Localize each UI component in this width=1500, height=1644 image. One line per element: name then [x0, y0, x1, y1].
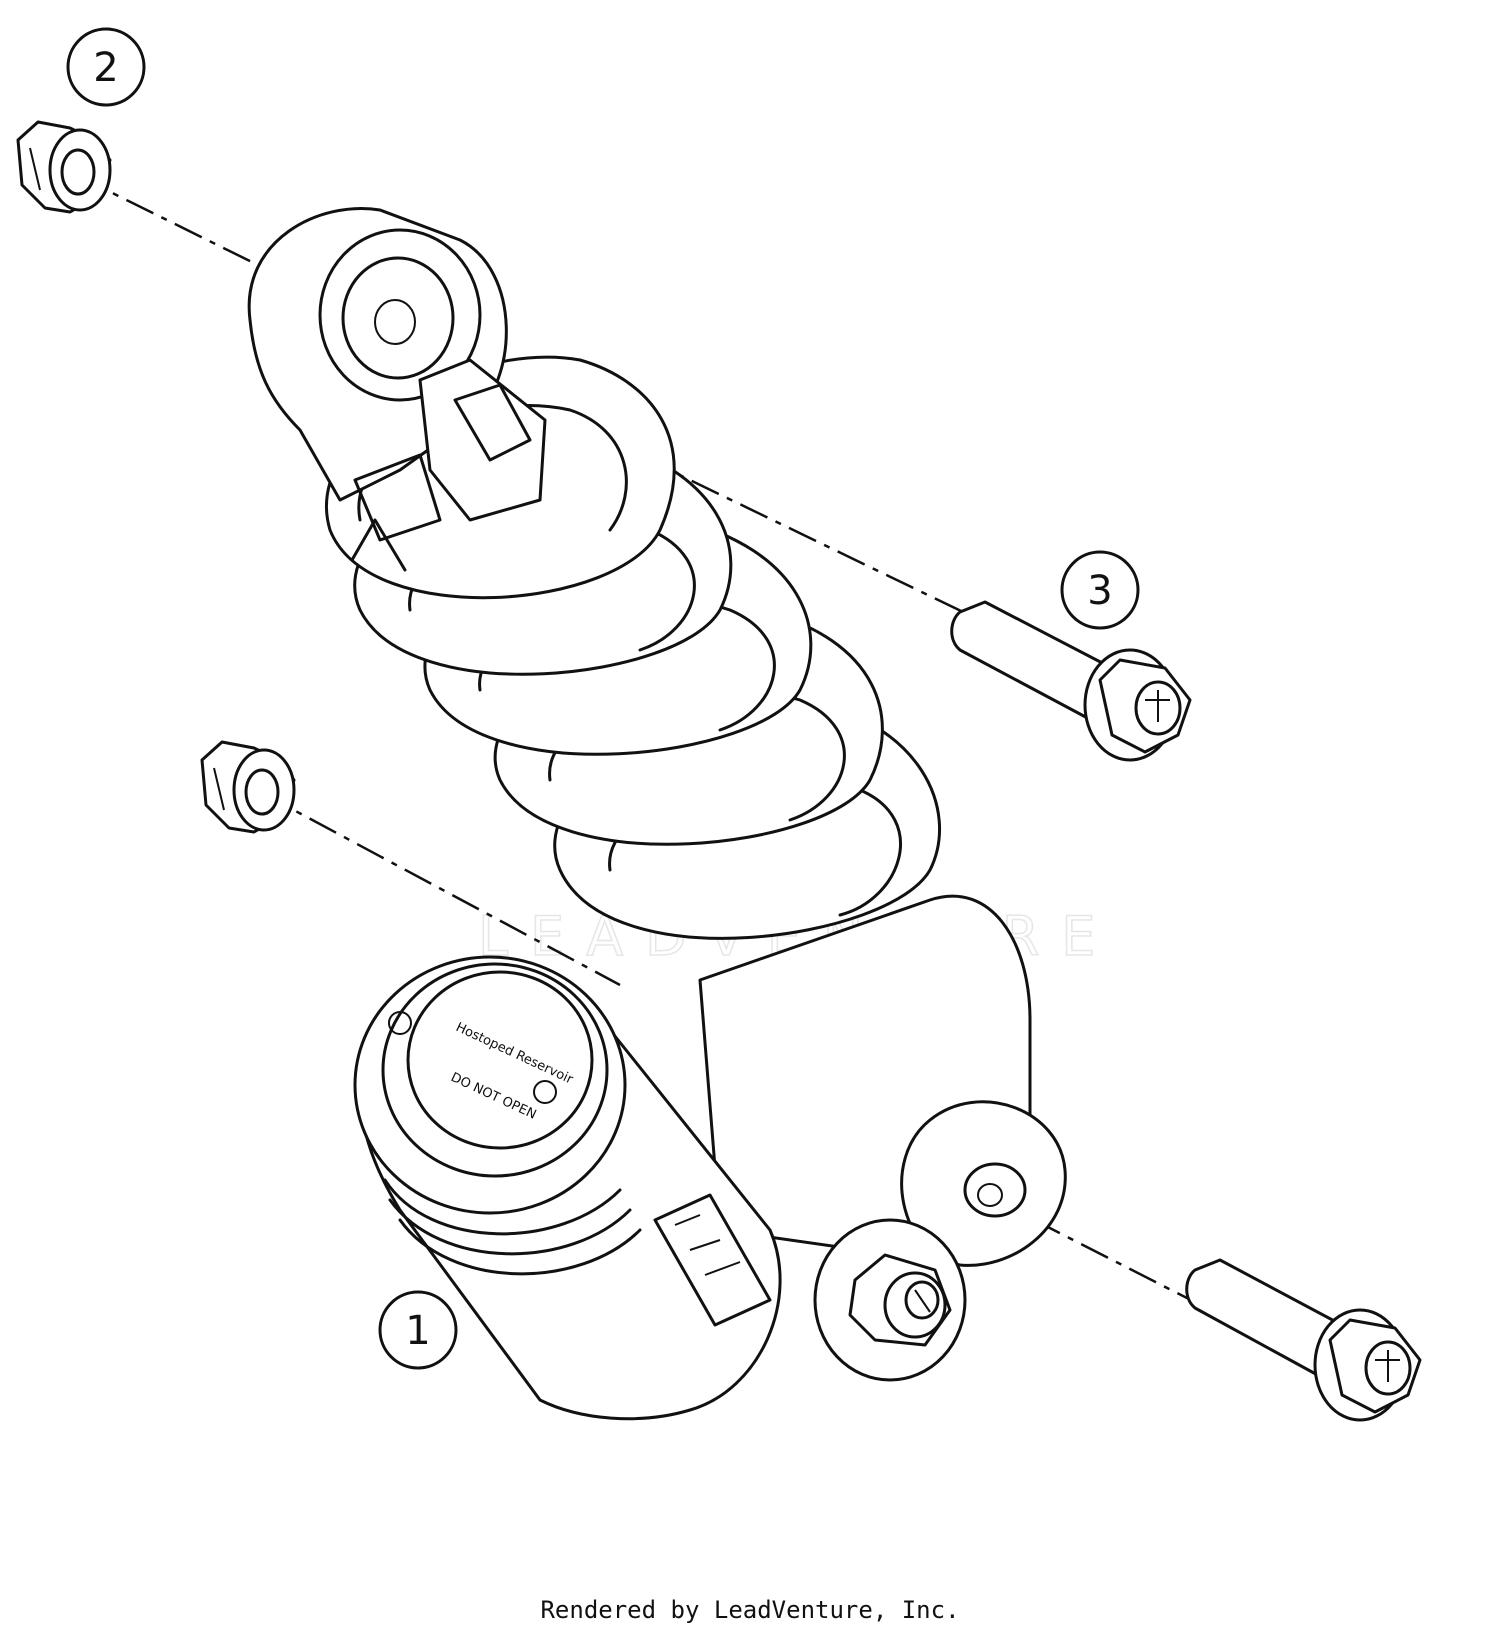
- callout-3-number: 3: [1087, 568, 1112, 614]
- adjuster-nut: [813, 1218, 967, 1382]
- callout-2: 2: [66, 27, 146, 107]
- render-credit: Rendered by LeadVenture, Inc.: [540, 1596, 960, 1624]
- collar-bolt-upper: [950, 600, 1192, 762]
- callout-1-number: 1: [405, 1308, 430, 1354]
- callout-2-number: 2: [93, 45, 118, 91]
- collar-bolt-lower: [1185, 1258, 1422, 1422]
- collar-nut-lower: [200, 740, 296, 834]
- callout-3: 3: [1060, 550, 1140, 630]
- collar-nut-upper: [16, 120, 112, 214]
- shock-absorber: Hostoped Reservoir DO NOT OPEN: [247, 207, 1067, 1421]
- upper-eyelet: [247, 207, 547, 542]
- callout-1: 1: [378, 1290, 458, 1370]
